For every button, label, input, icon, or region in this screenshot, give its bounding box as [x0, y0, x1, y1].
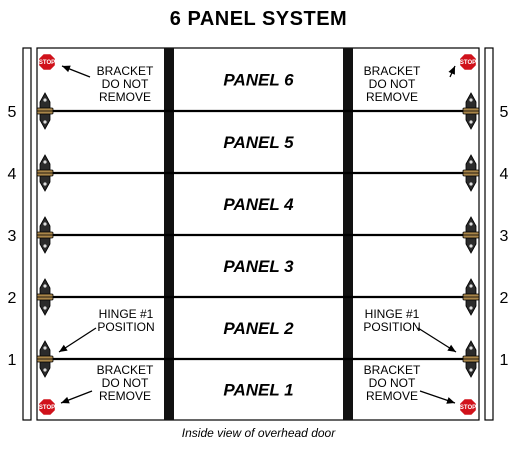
- hinge-number-right: 3: [500, 228, 509, 245]
- hinge-bolt: [469, 368, 473, 372]
- hinge-icon: [462, 154, 480, 192]
- note-text: BRACKET: [364, 64, 421, 78]
- hinge-bolt: [469, 244, 473, 248]
- stop-sign-icon: STOP: [38, 53, 56, 71]
- note-text: DO NOT: [102, 376, 149, 390]
- stop-octagon: [38, 398, 56, 416]
- note-text: DO NOT: [369, 376, 416, 390]
- hinge-bolt: [43, 244, 47, 248]
- hinge-icon: [462, 92, 480, 130]
- hinge-number-right: 4: [500, 166, 509, 183]
- right-track-rail: [484, 47, 494, 421]
- hinge-icon: [462, 216, 480, 254]
- hinge-bolt: [43, 160, 47, 164]
- hinge-bolt: [43, 306, 47, 310]
- hinge-number-left: 4: [8, 166, 17, 183]
- hinge-bolt: [43, 98, 47, 102]
- note-text: DO NOT: [369, 77, 416, 91]
- stop-sign-label: STOP: [460, 405, 476, 411]
- hinge-bolt: [43, 368, 47, 372]
- panel-label: PANEL 5: [223, 133, 294, 152]
- hinge-bolt: [469, 160, 473, 164]
- arrow-icon: [448, 65, 456, 78]
- hinge-bolt: [43, 120, 47, 124]
- hinge-icon: [462, 340, 480, 378]
- hinge-icon: [462, 278, 480, 316]
- arrow-head: [62, 65, 71, 73]
- stop-sign-label: STOP: [39, 60, 55, 66]
- hinge-number-left: 1: [8, 352, 17, 369]
- stop-octagon: [38, 53, 56, 71]
- panel-label: PANEL 4: [223, 195, 294, 214]
- arrow-icon: [419, 390, 456, 404]
- hinge-bolt: [469, 98, 473, 102]
- stop-sign-label: STOP: [460, 60, 476, 66]
- note-text: BRACKET: [97, 363, 154, 377]
- note-text: REMOVE: [99, 389, 151, 403]
- hinge-icon: [36, 340, 54, 378]
- hinge-number-left: 2: [8, 290, 17, 307]
- arrow-head: [446, 397, 455, 404]
- panel-label: PANEL 2: [223, 319, 294, 338]
- hinge-bolt: [43, 284, 47, 288]
- arrow-icon: [60, 390, 93, 404]
- panel-label: PANEL 3: [223, 257, 294, 276]
- note-text: POSITION: [97, 320, 154, 334]
- stop-sign-icon: STOP: [38, 398, 56, 416]
- note-text: POSITION: [363, 320, 420, 334]
- hinge-icon: [36, 92, 54, 130]
- arrow-head: [61, 396, 70, 404]
- note-text: DO NOT: [102, 77, 149, 91]
- stop-octagon: [459, 398, 477, 416]
- hinge-number-left: 5: [8, 104, 17, 121]
- hinge-icon: [36, 216, 54, 254]
- panel-label: PANEL 1: [223, 381, 293, 400]
- hinge-number-left: 3: [8, 228, 17, 245]
- stop-sign-icon: STOP: [459, 398, 477, 416]
- note-text: REMOVE: [366, 389, 418, 403]
- note-text: BRACKET: [364, 363, 421, 377]
- arrow-icon: [58, 327, 97, 353]
- hinge-number-right: 5: [500, 104, 509, 121]
- panel-label: PANEL 6: [223, 71, 294, 90]
- hinge-bolt: [43, 222, 47, 226]
- hinge-bolt: [43, 182, 47, 186]
- note-text: HINGE #1: [99, 307, 154, 321]
- arrow-head: [447, 344, 456, 352]
- hinge-bolt: [469, 306, 473, 310]
- hinge-number-right: 2: [500, 290, 509, 307]
- arrow-head: [448, 66, 455, 75]
- hinge-bolt: [469, 182, 473, 186]
- hinge-bolt: [469, 120, 473, 124]
- stop-sign-label: STOP: [39, 405, 55, 411]
- arrow-icon: [61, 65, 91, 78]
- hinge-bolt: [469, 222, 473, 226]
- left-track-rail: [22, 47, 32, 421]
- hinge-icon: [36, 154, 54, 192]
- arrow-icon: [417, 327, 457, 353]
- diagram-title: 6 PANEL SYSTEM: [169, 8, 348, 30]
- stop-sign-icon: STOP: [459, 53, 477, 71]
- hinge-number-right: 1: [500, 352, 509, 369]
- note-text: BRACKET: [97, 64, 154, 78]
- hinge-icon: [36, 278, 54, 316]
- diagram-caption: Inside view of overhead door: [181, 426, 336, 440]
- note-text: REMOVE: [366, 90, 418, 104]
- hinge-bolt: [469, 346, 473, 350]
- hinge-bolt: [469, 284, 473, 288]
- arrow-head: [59, 344, 68, 352]
- hinge-bolt: [43, 346, 47, 350]
- note-text: REMOVE: [99, 90, 151, 104]
- note-text: HINGE #1: [365, 307, 420, 321]
- stop-octagon: [459, 53, 477, 71]
